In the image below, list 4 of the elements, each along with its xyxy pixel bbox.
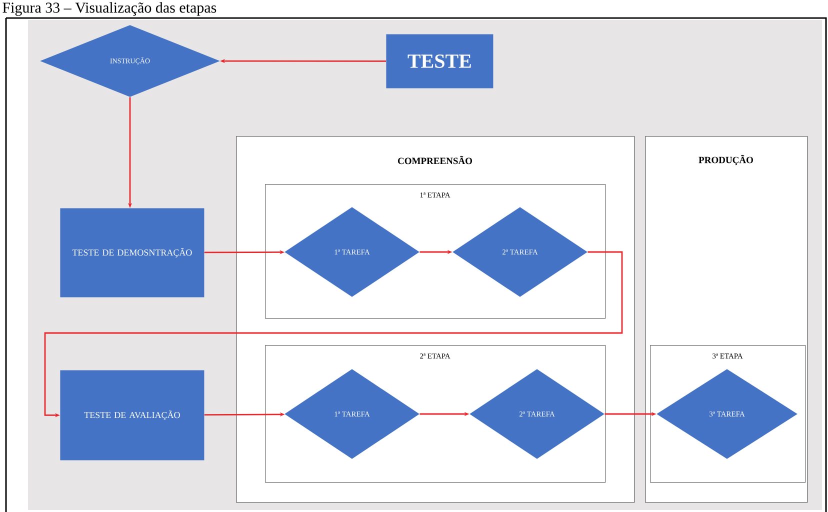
process-box: TESTE DE DEMOSNTRAÇÃO <box>60 208 204 298</box>
process-box: TESTE DE AVALIAÇÃO <box>60 370 204 460</box>
process-box: TESTE <box>386 34 494 88</box>
figure-title: Figura 33 – Visualização das etapas <box>2 2 216 16</box>
